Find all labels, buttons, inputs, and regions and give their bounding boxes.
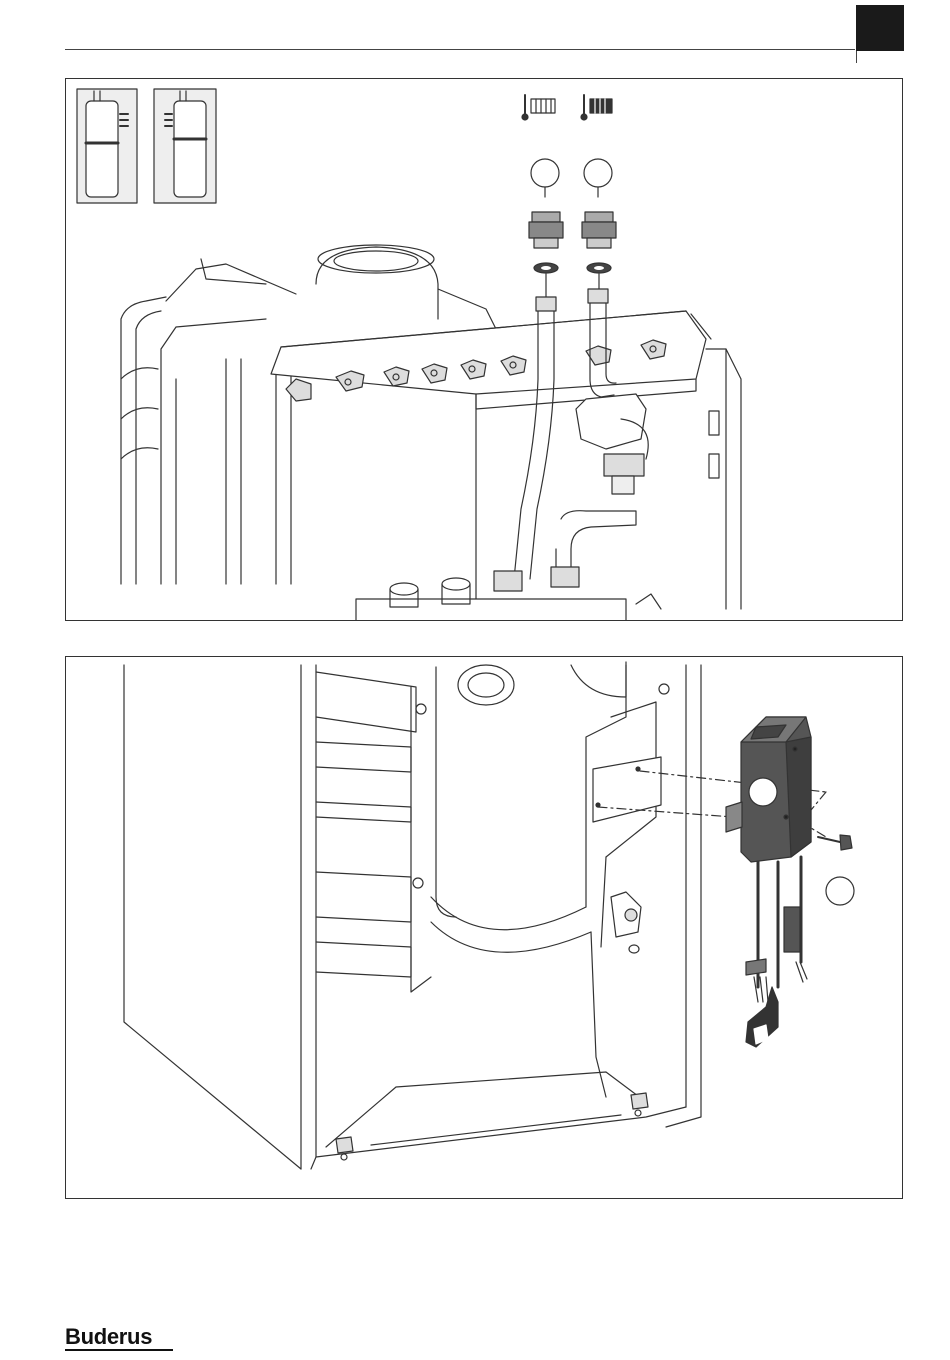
side-valve: [611, 892, 641, 953]
module-cables: [746, 857, 807, 1047]
chapter-tab-tick: [856, 51, 857, 63]
wall-slot-upper: [709, 411, 719, 435]
figure-control-module-mounting: [65, 656, 903, 1199]
orientation-thumbnail-left: [77, 89, 137, 203]
figure-top-illustration: [66, 79, 903, 621]
connection-manifold: [271, 311, 706, 409]
bottom-fasteners: [336, 1093, 648, 1160]
boiler-housing-outline: [121, 245, 741, 609]
callout-circle-1: [531, 159, 559, 187]
figure-connection-pipes: [65, 78, 903, 621]
pipe-adapter-1: [529, 212, 563, 248]
mounting-screw: [818, 835, 852, 850]
callout-circle-module: [749, 778, 777, 806]
valve-assembly: [576, 394, 648, 494]
header-rule: [65, 49, 855, 50]
pipe-adapter-2: [582, 212, 616, 248]
orientation-thumbnail-right: [154, 89, 216, 203]
chapter-tab: [856, 5, 904, 51]
wall-slot-lower: [709, 454, 719, 478]
brand-logo: Buderus: [65, 1324, 152, 1350]
callout-circle-screw: [826, 877, 854, 905]
brand-logo-underline: [65, 1349, 173, 1351]
figure-bottom-illustration: [66, 657, 903, 1199]
thermometer-radiator-icon-light: [522, 95, 555, 120]
callout-circle-2: [584, 159, 612, 187]
bottom-connectors: [356, 567, 661, 621]
thermometer-radiator-icon-dark: [581, 95, 612, 120]
